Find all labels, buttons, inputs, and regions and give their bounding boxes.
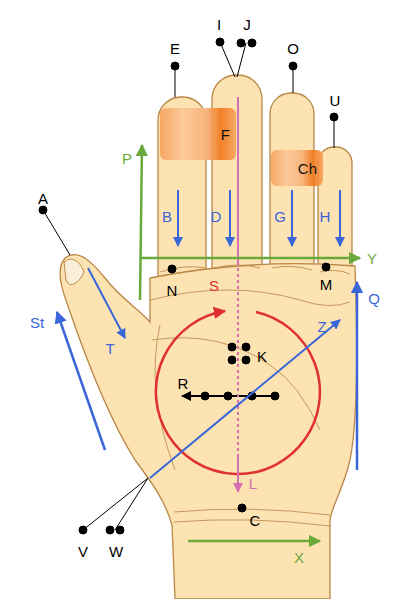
part-letter: W (109, 544, 123, 559)
part-letter: D (211, 209, 222, 224)
part-letter: G (274, 209, 286, 224)
part-letter: I (217, 17, 221, 32)
band-label: Ch (298, 160, 317, 177)
part-letter: Q (368, 291, 380, 306)
part-letter: H (320, 209, 331, 224)
part-letter: L (249, 476, 257, 491)
part-letter: O (287, 41, 299, 56)
part-letter: N (167, 283, 178, 298)
part-letter: U (330, 93, 341, 108)
part-letter: V (78, 544, 88, 559)
part-letter: Z (317, 319, 326, 334)
part-letter: P (122, 151, 132, 166)
part-letter: X (294, 550, 304, 565)
part-letter: A (38, 191, 48, 206)
part-letter: R (178, 376, 189, 391)
part-letter: B (162, 209, 172, 224)
ring-band: F (160, 108, 236, 160)
ring-band: Ch (271, 150, 323, 186)
band-label: F (221, 126, 230, 143)
part-letter: M (320, 277, 333, 292)
part-letter: Y (367, 251, 377, 266)
part-letter: St (30, 315, 44, 330)
part-letter: E (170, 41, 180, 56)
part-letter: J (243, 17, 251, 32)
part-letter: T (105, 341, 114, 356)
part-letter: S (209, 278, 219, 293)
part-letter: K (257, 349, 267, 364)
part-letter: C (250, 513, 261, 528)
